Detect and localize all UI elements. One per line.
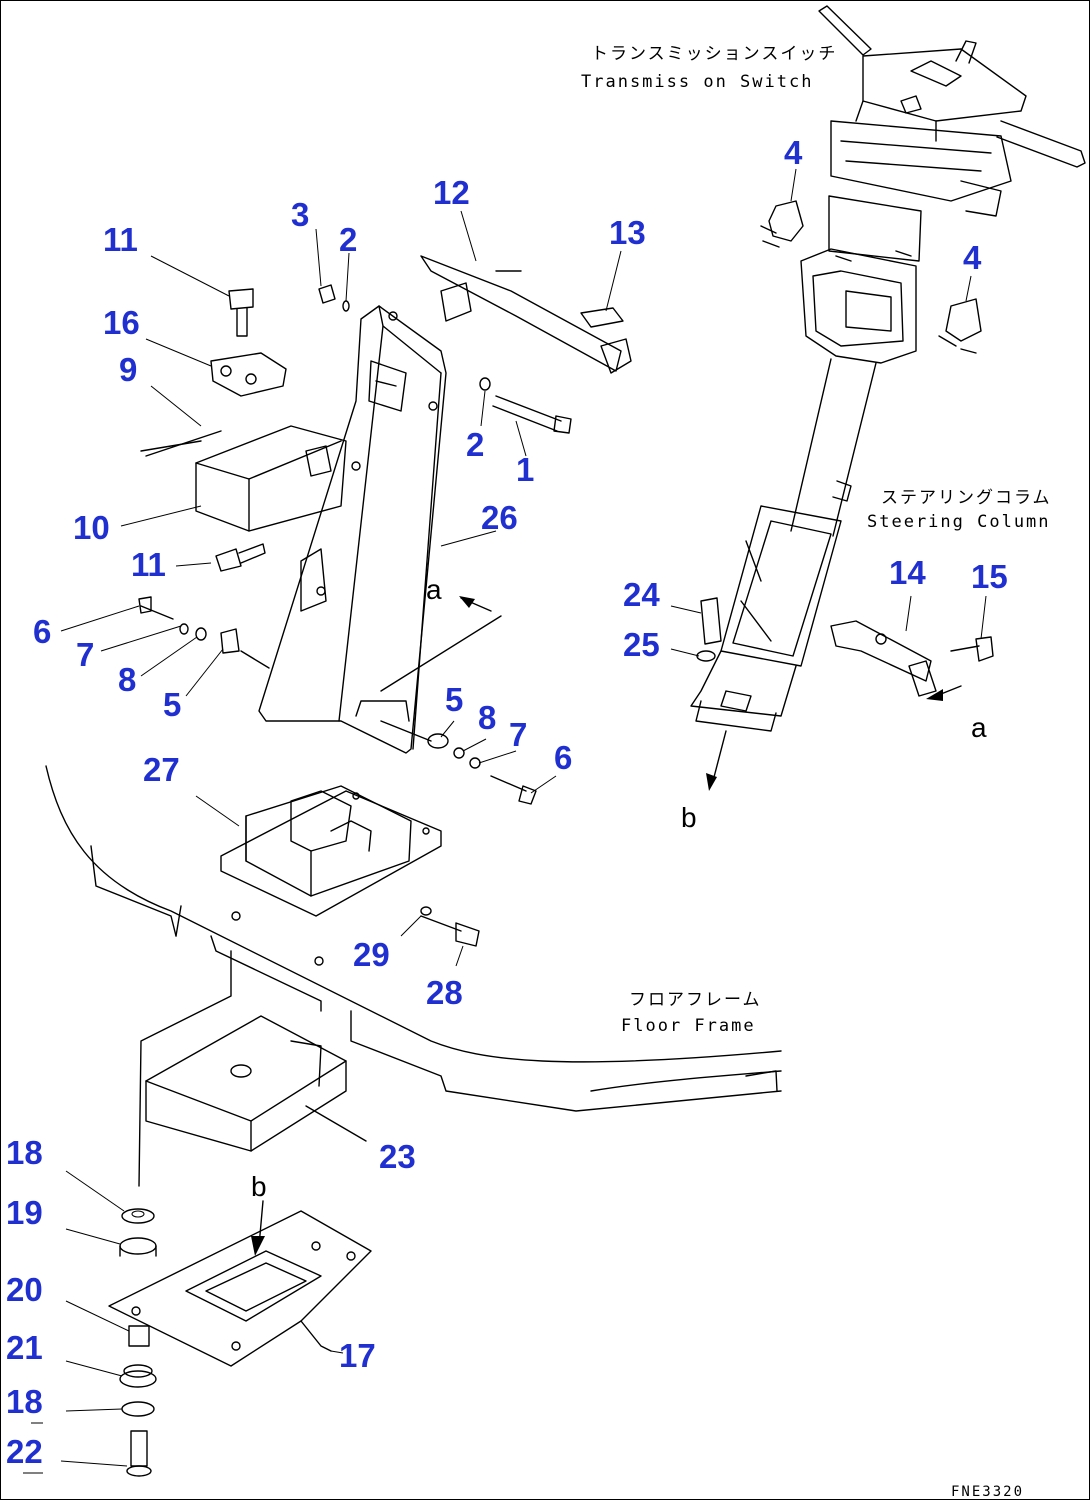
part-number: 18	[6, 1134, 43, 1171]
bracket-drawing	[138, 255, 632, 805]
steering-column-label-en: Steering Column	[867, 512, 1051, 532]
ref-b-column: b	[681, 802, 697, 833]
steering-column-drawing	[690, 5, 1086, 791]
part-number: 2	[466, 426, 484, 463]
part-number: 25	[623, 626, 660, 663]
part-number: 13	[609, 214, 646, 251]
transmission-switch-label-en: Transmiss on Switch	[581, 72, 813, 92]
part-number: 2	[339, 221, 357, 258]
part-number: 15	[971, 558, 1008, 595]
part-number: 4	[784, 134, 803, 171]
floor-frame-drawing	[45, 765, 782, 1477]
part-number: 4	[963, 239, 982, 276]
part-number: 24	[623, 576, 660, 613]
part-number: 5	[163, 686, 181, 723]
part-number: 28	[426, 974, 463, 1011]
leader-lines	[23, 168, 987, 1474]
part-number: 3	[291, 196, 309, 233]
part-number: 20	[6, 1271, 43, 1308]
drawing-code: FNE3320	[951, 1484, 1024, 1500]
part-number: 10	[73, 509, 110, 546]
floor-frame-label-en: Floor Frame	[621, 1016, 756, 1036]
steering-column-label-jp: ステアリングコラム	[881, 488, 1052, 508]
part-number: 23	[379, 1138, 416, 1175]
part-number: 7	[76, 636, 94, 673]
part-number: 11	[103, 221, 138, 258]
ref-a-right: a	[971, 712, 987, 743]
floor-frame-label-jp: フロアフレーム	[629, 990, 762, 1010]
part-number: 12	[433, 174, 470, 211]
part-number: 26	[481, 499, 518, 536]
part-number: 8	[118, 661, 136, 698]
part-number: 16	[103, 304, 140, 341]
part-number: 8	[478, 699, 496, 736]
part-number: 5	[445, 681, 463, 718]
part-number: 21	[6, 1329, 43, 1366]
part-number: 1	[516, 451, 534, 488]
part-number: 18	[6, 1383, 43, 1420]
ref-a-top: a	[426, 574, 442, 605]
transmission-switch-label-jp: トランスミッションスイッチ	[591, 44, 837, 64]
part-number: 7	[509, 716, 527, 753]
part-number: 29	[353, 936, 390, 973]
part-number: 19	[6, 1194, 43, 1231]
part-number: 17	[339, 1337, 376, 1374]
part-number: 9	[119, 351, 137, 388]
part-number: 6	[33, 613, 51, 650]
part-number: 14	[889, 554, 926, 591]
part-number: 22	[6, 1433, 43, 1470]
ref-b-plate: b	[251, 1171, 267, 1202]
part-number: 27	[143, 751, 180, 788]
part-number: 6	[554, 739, 572, 776]
part-number: 11	[131, 546, 166, 583]
